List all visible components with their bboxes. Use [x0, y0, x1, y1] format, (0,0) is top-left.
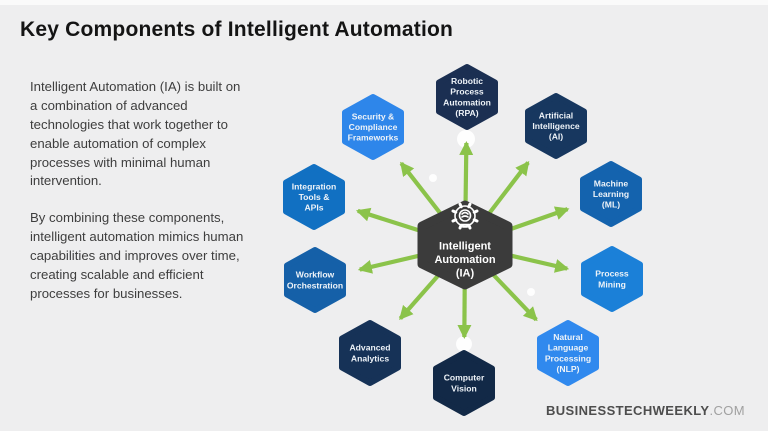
- hexagon-shape: [525, 93, 587, 159]
- hexagon-shape: [433, 350, 495, 416]
- hexagon-shape: [537, 320, 599, 386]
- page-title: Key Components of Intelligent Automation: [20, 18, 454, 41]
- gear-brain-icon: [451, 202, 479, 230]
- hexagon-shape: [342, 94, 404, 160]
- intro-paragraph-2: By combining these components, intellige…: [30, 210, 244, 301]
- hexagon-shape: [436, 64, 498, 130]
- decorative-dot: [456, 336, 472, 352]
- brand-name: BUSINESSTECHWEEKLY: [545, 403, 710, 418]
- decorative-dot: [429, 174, 437, 182]
- decorative-dot: [527, 288, 535, 296]
- hexagon-shape: [339, 320, 401, 386]
- hexagon-shape: [417, 200, 513, 290]
- hexagon-shape: [581, 246, 643, 312]
- top-edge: [0, 0, 768, 5]
- hexagon-shape: [284, 247, 346, 313]
- hexagon-shape: [283, 164, 345, 230]
- brand-suffix: .COM: [709, 403, 745, 418]
- intro-text: Intelligent Automation (IA) is built on …: [30, 78, 246, 322]
- brand-logo: BUSINESSTECHWEEKLY.COM: [546, 403, 745, 418]
- intro-paragraph-1: Intelligent Automation (IA) is built on …: [30, 79, 241, 189]
- hexagon-shape: [580, 161, 642, 227]
